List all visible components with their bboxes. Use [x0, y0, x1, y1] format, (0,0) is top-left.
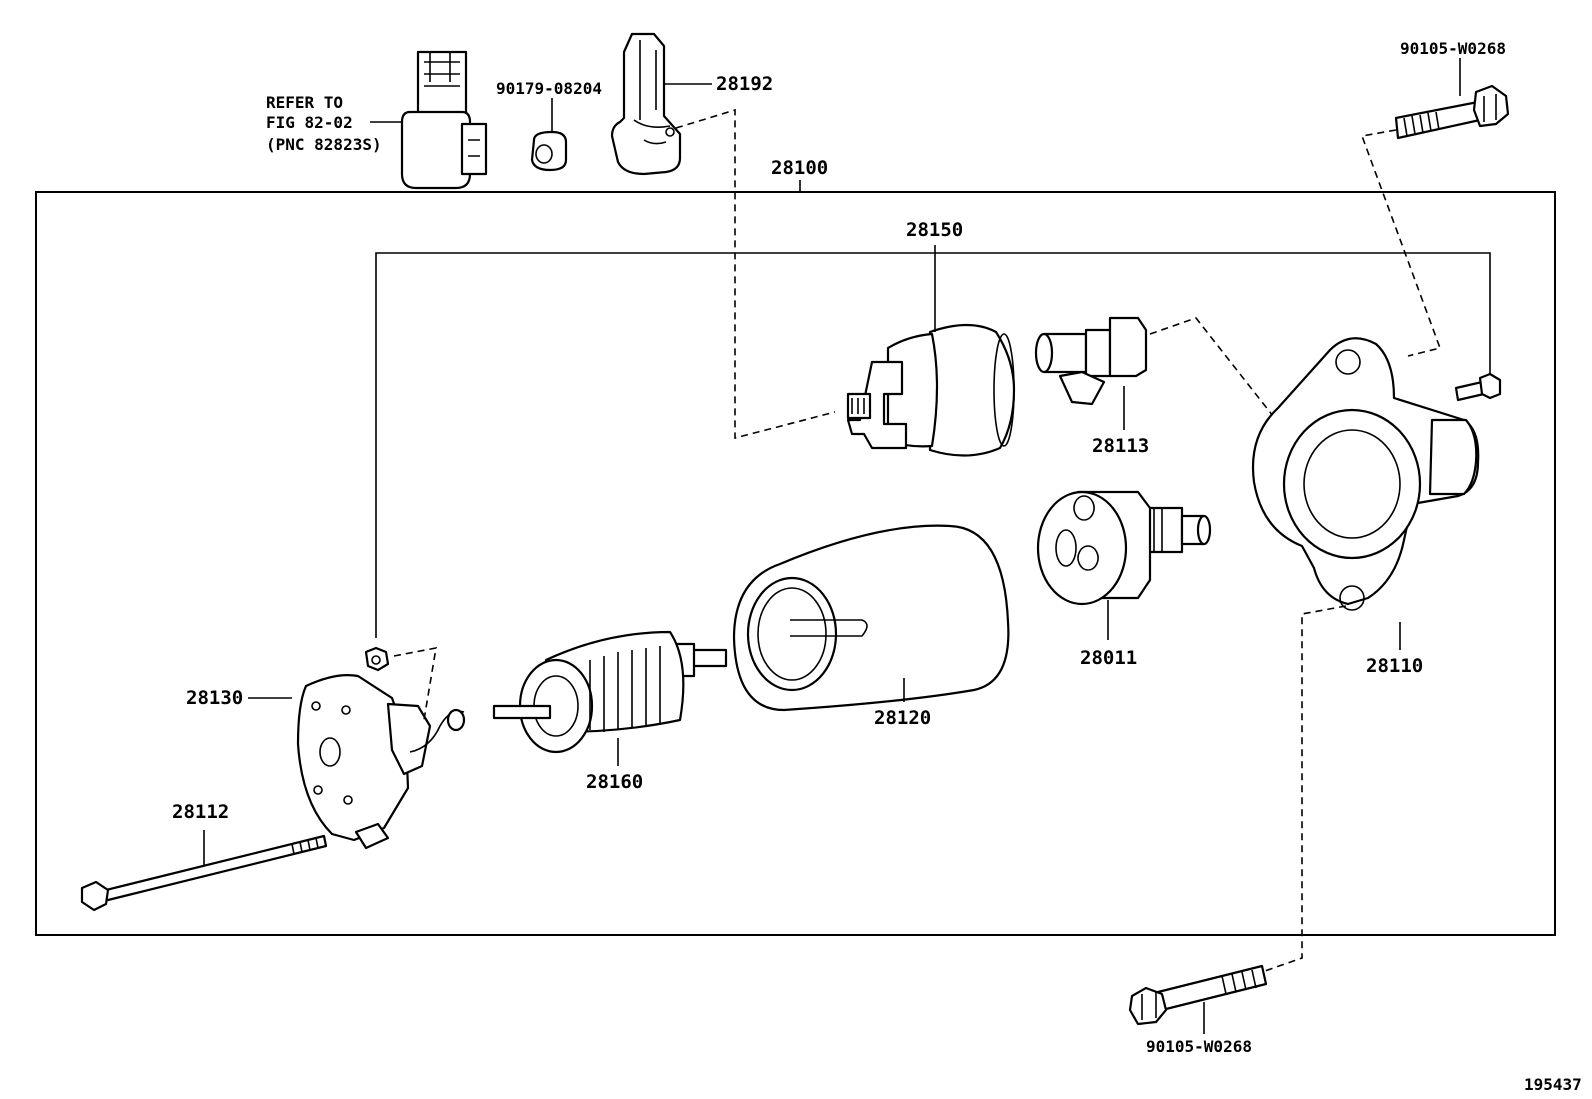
label-28192: 28192: [716, 73, 773, 95]
refer-line-3: (PNC 82823S): [266, 135, 382, 154]
yoke-icon: [732, 524, 1010, 712]
clutch-icon: [1036, 490, 1212, 606]
screw-icon: [1454, 372, 1502, 402]
label-28120: 28120: [874, 707, 931, 729]
connector-icon: [400, 50, 488, 190]
end-frame-icon: [296, 674, 466, 850]
dash-bolt-top: [1360, 129, 1442, 357]
label-28113: 28113: [1092, 435, 1149, 457]
label-28110: 28110: [1366, 655, 1423, 677]
terminal-cover-icon: [610, 32, 682, 176]
group-bracket: [375, 252, 1491, 638]
refer-line-2: FIG 82-02: [266, 113, 353, 132]
label-28011: 28011: [1080, 647, 1137, 669]
dash-nut: [393, 646, 437, 721]
label-28100: 28100: [771, 157, 828, 179]
plunger-icon: [1034, 316, 1148, 406]
label-90179-08204: 90179-08204: [496, 79, 602, 98]
label-bolt-top: 90105-W0268: [1400, 39, 1506, 58]
housing-icon: [1251, 337, 1480, 611]
refer-line-1: REFER TO: [266, 93, 343, 112]
label-bolt-bottom: 90105-W0268: [1146, 1037, 1252, 1056]
solenoid-icon: [846, 323, 1016, 457]
label-28160: 28160: [586, 771, 643, 793]
dash-bolt-bottom: [1261, 605, 1347, 973]
dash-28192: [675, 108, 836, 440]
nut-icon: [364, 646, 390, 672]
label-28112: 28112: [172, 801, 229, 823]
figure-number: 195437: [1524, 1075, 1582, 1094]
armature-icon: [492, 630, 728, 754]
through-bolt-icon: [80, 834, 328, 912]
label-28150: 28150: [906, 219, 963, 241]
grommet-icon: [530, 130, 568, 172]
assembly-frame: [35, 191, 1556, 936]
bolt-icon-bottom: [1128, 964, 1268, 1026]
bolt-icon: [1394, 84, 1510, 140]
label-28130: 28130: [186, 687, 243, 709]
